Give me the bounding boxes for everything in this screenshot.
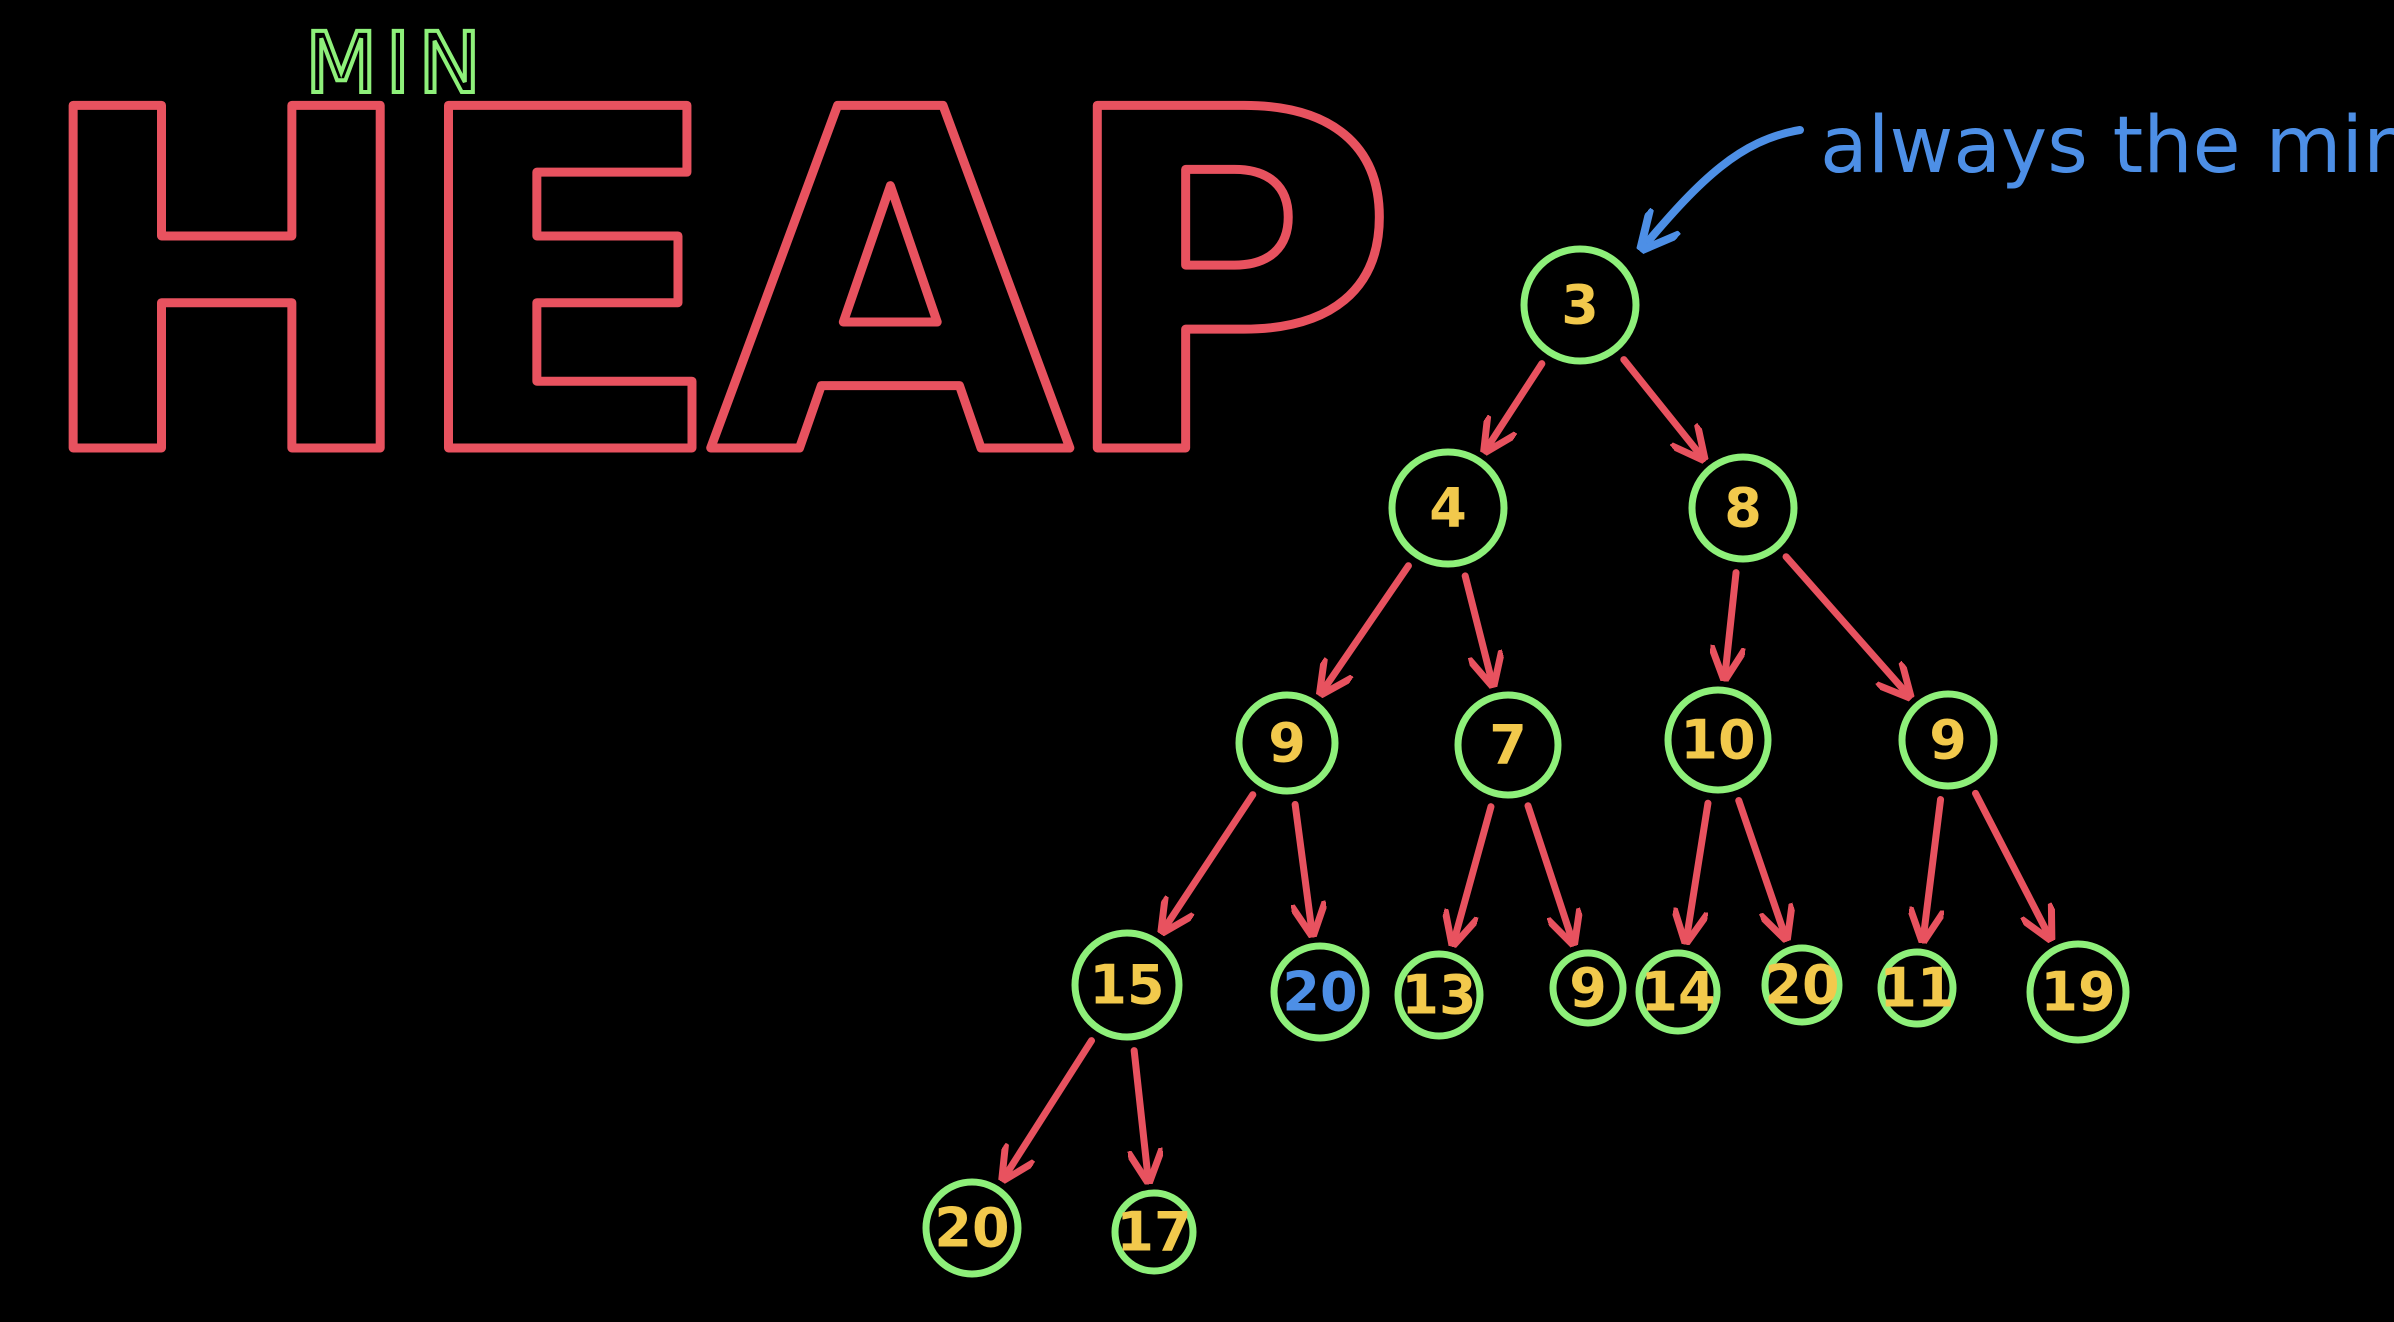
title-min: MIN (305, 14, 489, 112)
edge-n3-n6 (1725, 569, 1736, 675)
edge-n5-n11 (1524, 802, 1572, 940)
heap-node-n2: 4 (1388, 448, 1508, 568)
heap-node-n4: 9 (1235, 691, 1339, 795)
node-ring (1071, 929, 1183, 1041)
node-ring (1664, 686, 1772, 794)
node-value: 14 (1640, 961, 1715, 1024)
node-value: 9 (1268, 712, 1306, 775)
annotation-always-the-min: always the min (1820, 101, 2394, 191)
tree-edges (1005, 356, 2049, 1178)
node-value: 20 (1764, 954, 1839, 1017)
edge-n6-n12 (1687, 799, 1712, 937)
node-ring (1394, 950, 1484, 1040)
heap-node-n8: 15 (1071, 929, 1183, 1041)
node-value: 10 (1680, 709, 1755, 772)
tree-nodes: 3 4 8 9 7 10 9 15 20 13 9 14 20 11 19 20 17 (922, 245, 2130, 1278)
heap-node-n15: 19 (2026, 940, 2130, 1044)
heap-node-n11: 9 (1549, 949, 1627, 1027)
node-ring (1549, 949, 1627, 1027)
node-value: 17 (1116, 1201, 1191, 1264)
node-ring (1388, 448, 1508, 568)
node-value: 20 (1282, 961, 1357, 1024)
heap-node-n13: 20 (1761, 944, 1843, 1026)
heap-node-n7: 9 (1898, 690, 1998, 790)
node-ring (1454, 691, 1562, 799)
node-ring (922, 1178, 1022, 1278)
edge-n3-n7 (1782, 553, 1907, 694)
edge-n8-n16 (1005, 1037, 1096, 1176)
heap-node-n10: 13 (1394, 950, 1484, 1040)
node-ring (1898, 690, 1998, 790)
node-ring (1235, 691, 1339, 795)
title-heap: HEAP (30, 12, 1385, 559)
node-ring (1877, 948, 1957, 1028)
node-ring (1761, 944, 1843, 1026)
node-value: 9 (1929, 709, 1967, 772)
node-value: 4 (1429, 477, 1467, 540)
node-value: 11 (1879, 957, 1954, 1020)
node-ring (1111, 1189, 1197, 1275)
edge-n2-n5 (1461, 572, 1492, 681)
heap-node-n5: 7 (1454, 691, 1562, 799)
heap-node-n1: 3 (1520, 245, 1640, 365)
node-value: 20 (934, 1197, 1009, 1260)
heap-node-n3: 8 (1688, 453, 1798, 563)
heap-node-n14: 11 (1877, 948, 1957, 1028)
edge-n7-n14 (1923, 796, 1940, 937)
heap-node-n9: 20 (1270, 942, 1370, 1042)
node-ring (1520, 245, 1640, 365)
heap-node-n6: 10 (1664, 686, 1772, 794)
edge-n1-n3 (1620, 356, 1701, 456)
node-value: 8 (1724, 477, 1762, 540)
edge-n2-n4 (1323, 562, 1412, 690)
edge-n7-n15 (1972, 789, 2049, 935)
heap-node-n16: 20 (922, 1178, 1022, 1278)
node-value: 3 (1561, 274, 1599, 337)
node-value: 7 (1489, 714, 1527, 777)
annotation-arrow (1645, 126, 1804, 245)
edge-n5-n10 (1454, 803, 1495, 940)
edge-n4-n8 (1165, 791, 1257, 929)
heap-node-n17: 17 (1111, 1189, 1197, 1275)
node-value: 9 (1569, 957, 1607, 1020)
edge-n8-n17 (1134, 1047, 1148, 1178)
node-value: 19 (2040, 961, 2115, 1024)
node-ring (1635, 949, 1721, 1035)
edge-n6-n13 (1735, 797, 1785, 935)
node-value: 15 (1089, 954, 1164, 1017)
node-ring (1270, 942, 1370, 1042)
edge-n1-n2 (1487, 360, 1546, 448)
node-ring (1688, 453, 1798, 563)
edge-n4-n9 (1295, 800, 1312, 930)
heap-node-n12: 14 (1635, 949, 1721, 1035)
node-value: 13 (1401, 964, 1476, 1027)
node-ring (2026, 940, 2130, 1044)
